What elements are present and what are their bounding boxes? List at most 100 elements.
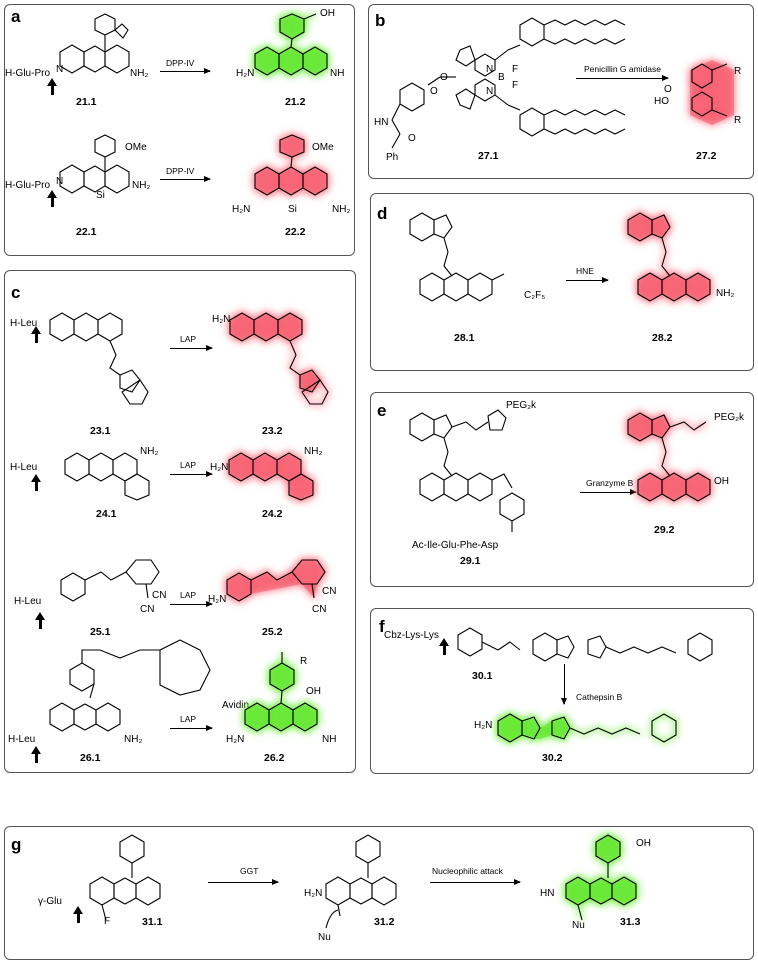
amine-label: NH₂ (304, 446, 323, 457)
reaction-arrow (560, 664, 568, 705)
enzyme-label: DPP-IV (166, 166, 195, 176)
cyanine-granzyme-substrate-structure (409, 409, 525, 532)
product-imine-right: NH (322, 734, 337, 745)
compound-id: 29.1 (460, 555, 481, 567)
compound-id: 25.2 (262, 626, 283, 638)
nh-label: N (56, 64, 64, 75)
panel-a: a (4, 4, 355, 256)
enzyme-label: DPP-IV (166, 58, 195, 68)
cyano-label: CN (140, 604, 155, 615)
substrate-peptide-label: γ-Glu (38, 896, 62, 907)
compound-id: 29.2 (654, 524, 675, 536)
hydroxyl-label: OH (636, 838, 651, 849)
peptide-label: Cbz-Lys-Lys (384, 630, 439, 641)
compound-id: 22.2 (285, 226, 306, 238)
carboxyl-o-label: O (664, 84, 672, 95)
panel-b: b (368, 4, 754, 179)
reaction-arrow (170, 724, 213, 732)
rhodamine-product-structure (244, 652, 318, 732)
bodipy-product-structure (690, 60, 734, 125)
compound-id: 31.2 (374, 916, 395, 928)
peg-label: PEG₂k (714, 412, 744, 423)
dicyanomethylene-substrate-structure (60, 559, 160, 602)
substrate-peptide-label: H-Leu (8, 734, 36, 745)
product-hydroxyl: OH (320, 8, 335, 19)
compound-id: 25.1 (90, 626, 111, 638)
fluorine-label: F (512, 64, 519, 75)
product-amine: H₂N (210, 462, 229, 473)
rhodol-ggt-substrate-structure (89, 834, 161, 921)
panel-label: b (375, 11, 386, 30)
substrate-peptide-label: H-Glu-Pro (5, 180, 51, 191)
product-amine-left: H₂N (226, 734, 245, 745)
enzyme-label: LAP (180, 460, 197, 470)
compound-id: 23.2 (262, 425, 283, 437)
panel-label: c (11, 283, 21, 302)
product-hydroxyl: OH (306, 686, 321, 697)
si-rhodol-substrate-structure (59, 134, 130, 194)
panel-label: d (377, 204, 388, 223)
bodipy-n-label: N (486, 64, 494, 75)
methoxy-label: OMe (312, 142, 334, 153)
rhodamine-product-structure (254, 13, 328, 76)
product-imine-right: NH (330, 68, 345, 79)
nucleophile-label: Nu (318, 932, 331, 943)
cyanine-product-structure (627, 212, 711, 302)
carboxyl-ho-label: HO (654, 96, 669, 107)
enzyme-label: HNE (576, 266, 594, 276)
amine-label: NH₂ (124, 734, 143, 745)
enzyme-label: LAP (180, 714, 197, 724)
acyl-label: C₂F₅ (524, 290, 546, 301)
reaction-arrow (430, 878, 521, 886)
r-group-label: R (734, 66, 742, 77)
phenoxazine-substrate-structure (64, 452, 150, 501)
avidin-label: Avidin (222, 700, 250, 711)
substrate-peptide-label: H-Leu (10, 462, 38, 473)
si-rhodamine-product-structure (254, 134, 328, 196)
panel-c: c (4, 270, 356, 773)
panel-label: g (11, 835, 22, 854)
substrate-peptide-label: H-Leu (10, 318, 38, 329)
compound-id: 22.1 (76, 226, 97, 238)
enzyme-label: LAP (180, 334, 197, 344)
compound-id: 28.1 (454, 332, 475, 344)
amine-label: NH₂ (130, 68, 149, 79)
rhodol-avidin-substrate-structure (49, 639, 211, 732)
hemicyanine-product-structure (229, 312, 329, 405)
reaction-arrow (580, 488, 637, 496)
boron-label: B (498, 72, 505, 83)
si-atom: Si (288, 204, 297, 215)
reaction-arrow (160, 175, 211, 183)
compound-id: 27.2 (696, 150, 717, 162)
enzyme-label: LAP (180, 590, 197, 600)
bodipy-n-label: N (486, 86, 494, 97)
amide-nh-label: HN (374, 117, 389, 128)
ester-o-label: O (430, 86, 438, 97)
reaction-arrow (170, 470, 213, 478)
product-amine-left: H₂N (236, 68, 255, 79)
si-atom: Si (96, 190, 105, 201)
substrate-peptide-label: H-Leu (14, 596, 42, 607)
compound-id: 26.2 (264, 752, 285, 764)
enzyme-label: Cathepsin B (576, 692, 623, 702)
amine-label: NH₂ (140, 446, 159, 457)
amine-label: NH₂ (132, 180, 151, 191)
product-amine-left: H₂N (232, 204, 251, 215)
luciferin-product-structure (497, 713, 677, 743)
cyano-label: CN (322, 586, 337, 597)
reaction-arrow (170, 600, 213, 608)
nh-label: N (56, 176, 64, 187)
product-hydroxyl: OH (714, 476, 729, 487)
compound-id: 30.2 (542, 752, 563, 764)
amine-label: H₂N (304, 888, 323, 899)
quinone-methide-intermediate-structure (325, 834, 397, 929)
compound-id: 23.1 (90, 425, 111, 437)
nucleophile-label: Nu (572, 920, 585, 931)
product-amine: NH₂ (716, 288, 735, 299)
compound-id: 31.3 (620, 916, 641, 928)
cyano-label: CN (312, 604, 327, 615)
ester-o-label: O (440, 72, 448, 83)
reaction-arrow (566, 276, 609, 284)
r-group-label: R (734, 115, 742, 126)
peg-label: PEG₂k (506, 400, 536, 411)
